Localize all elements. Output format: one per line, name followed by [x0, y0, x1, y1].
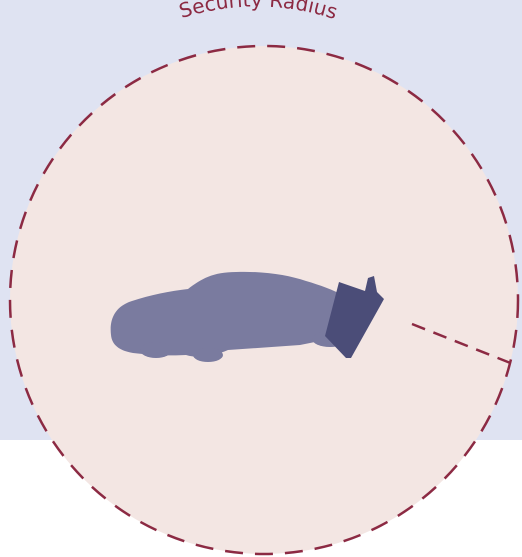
security-radius-diagram: Security Radius — [0, 0, 522, 557]
diagram-canvas: Security Radius — [0, 0, 522, 557]
